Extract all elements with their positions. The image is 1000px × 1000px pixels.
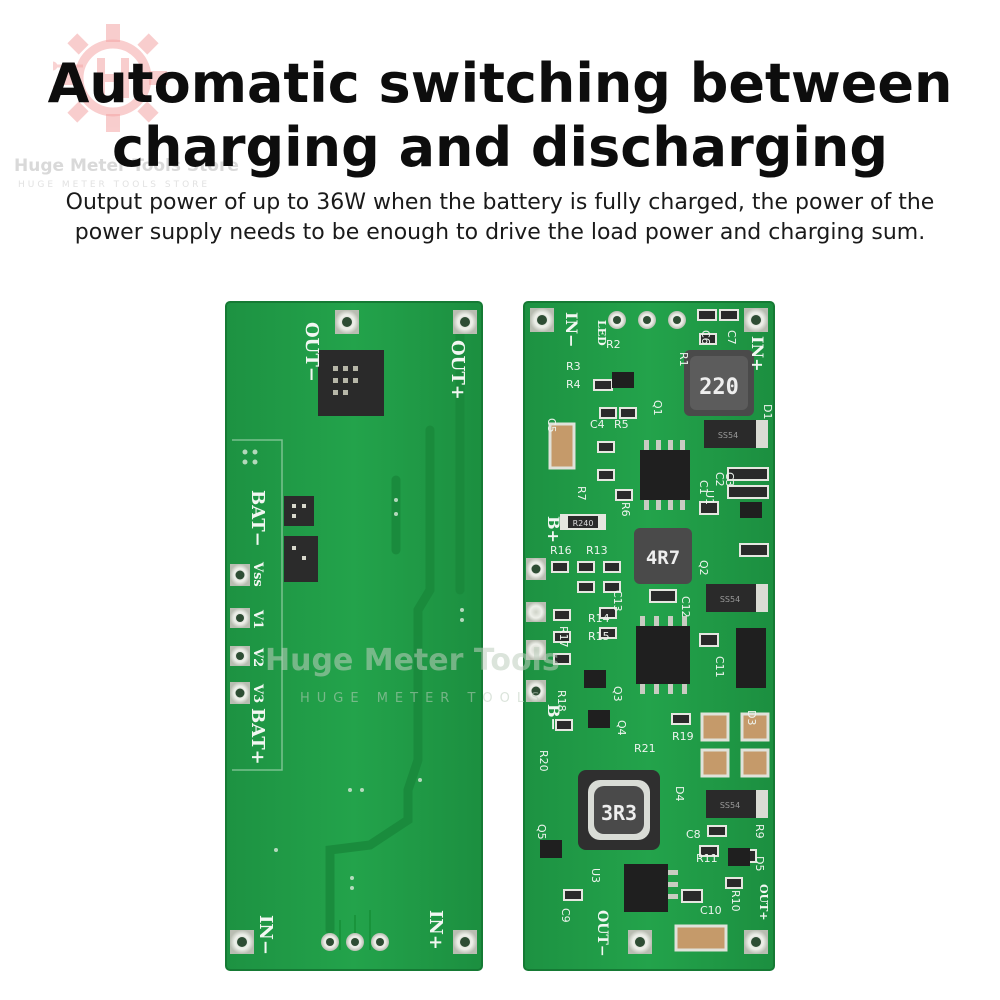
back-label-out-plus: OUT+ (447, 340, 468, 400)
gear-icon (53, 24, 167, 132)
back-label-in-plus: IN+ (425, 910, 446, 950)
designator-r13: R13 (586, 544, 608, 557)
pcb-front-board: 220 4R7 3R3 SS (523, 301, 775, 971)
svg-text:220: 220 (699, 375, 739, 400)
designator-r1: R1 (677, 352, 690, 367)
designator-q1: Q1 (651, 400, 664, 416)
store-logo: Huge Meter Tools Store HUGE METER TOOLS … (8, 18, 239, 190)
diode-ss54: SS54 SS54 SS54 (704, 420, 768, 818)
designator-r6: R6 (619, 502, 632, 517)
svg-text:SS54: SS54 (720, 801, 740, 810)
front-label-b-plus: B+ (544, 516, 563, 543)
back-label-v1: V1 (250, 609, 265, 629)
product-photo: OUT− OUT+ BAT− Vss V1 V2 V3 BAT+ IN− IN+ (225, 301, 775, 971)
designator-c7: C7 (725, 330, 738, 345)
resistor-r240: R240 (560, 514, 606, 530)
front-label-b-minus: B− (544, 704, 563, 731)
designator-c5: C5 (545, 418, 558, 433)
designator-q4: Q4 (615, 720, 628, 736)
front-label-in-plus: IN+ (748, 336, 767, 372)
back-label-bat-plus: BAT+ (247, 708, 268, 765)
designator-r5: R5 (614, 418, 629, 431)
designator-r9: R9 (753, 824, 766, 839)
designator-d1: D1 (761, 404, 774, 419)
designator-d5: D5 (753, 856, 766, 871)
designator-r18: R18 (555, 690, 568, 712)
designator-r19: R19 (672, 730, 694, 743)
svg-text:4R7: 4R7 (646, 547, 680, 569)
back-label-v3: V3 (250, 683, 265, 703)
designator-c9: C9 (559, 908, 572, 923)
designator-r17: R17 (557, 626, 570, 648)
pcb-back-board: OUT− OUT+ BAT− Vss V1 V2 V3 BAT+ IN− IN+ (225, 301, 483, 971)
designator-r10: R10 (729, 890, 742, 912)
front-label-out-minus: OUT− (594, 910, 610, 957)
front-label-out-plus: OUT+ (757, 884, 770, 921)
designator-u1: U1 (703, 490, 716, 505)
svg-text:R240: R240 (573, 519, 594, 528)
headline-line-2: charging and discharging (111, 116, 888, 179)
store-subtitle-watermark: HUGE METER TOOLS STORE (18, 180, 211, 190)
designator-r7: R7 (575, 486, 588, 501)
designator-r11: R11 (696, 852, 718, 865)
designator-d4: D4 (673, 786, 686, 801)
designator-r16: R16 (550, 544, 572, 557)
inductor-220: 220 (684, 350, 754, 416)
svg-text:3R3: 3R3 (601, 801, 637, 825)
designator-c8: C8 (686, 828, 701, 841)
designator-c13: C13 (611, 590, 624, 612)
photo-watermark: Huge Meter Tools (265, 643, 560, 678)
designator-q2: Q2 (697, 560, 710, 576)
designator-c11: C11 (713, 656, 726, 678)
designator-c6: C6 (699, 330, 712, 345)
description-text: Output power of up to 36W when the batte… (65, 190, 935, 245)
front-label-led: LED (595, 320, 608, 346)
inductor-3r3: 3R3 (578, 770, 660, 850)
back-label-v2: V2 (250, 647, 265, 667)
back-board-pads (230, 310, 477, 954)
designator-q5: Q5 (535, 824, 548, 840)
designator-r21: R21 (634, 742, 656, 755)
designator-c2: C2 (713, 472, 726, 487)
designator-r2: R2 (606, 338, 621, 351)
svg-text:SS54: SS54 (718, 431, 738, 440)
headline-line-1: Automatic switching between (47, 52, 953, 115)
front-label-in-minus: IN− (562, 312, 581, 348)
designator-c4: C4 (590, 418, 605, 431)
designator-c10: C10 (700, 904, 722, 917)
designator-r14: R14 (588, 612, 610, 625)
designator-u3: U3 (589, 868, 602, 883)
back-label-out-minus: OUT− (301, 322, 322, 382)
designator-r15: R15 (588, 630, 610, 643)
designator-c12: C12 (679, 596, 692, 618)
designator-d3: D3 (745, 710, 758, 725)
headline: Automatic switching between charging and… (0, 52, 1000, 180)
designator-r20: R20 (537, 750, 550, 772)
designator-q3: Q3 (611, 686, 624, 702)
back-label-bat-minus: BAT− (247, 490, 268, 547)
designator-r4: R4 (566, 378, 581, 391)
store-name-watermark: Huge Meter Tools Store (14, 156, 239, 176)
designator-r3: R3 (566, 360, 581, 373)
designator-c1: C1 (697, 480, 710, 495)
svg-text:SS54: SS54 (720, 595, 740, 604)
photo-watermark-sub: HUGE METER TOOLS (300, 691, 546, 706)
inductor-4r7: 4R7 (634, 528, 692, 584)
designator-c3: C3 (723, 472, 736, 487)
back-label-vss: Vss (250, 561, 265, 587)
back-label-in-minus: IN− (255, 915, 276, 955)
